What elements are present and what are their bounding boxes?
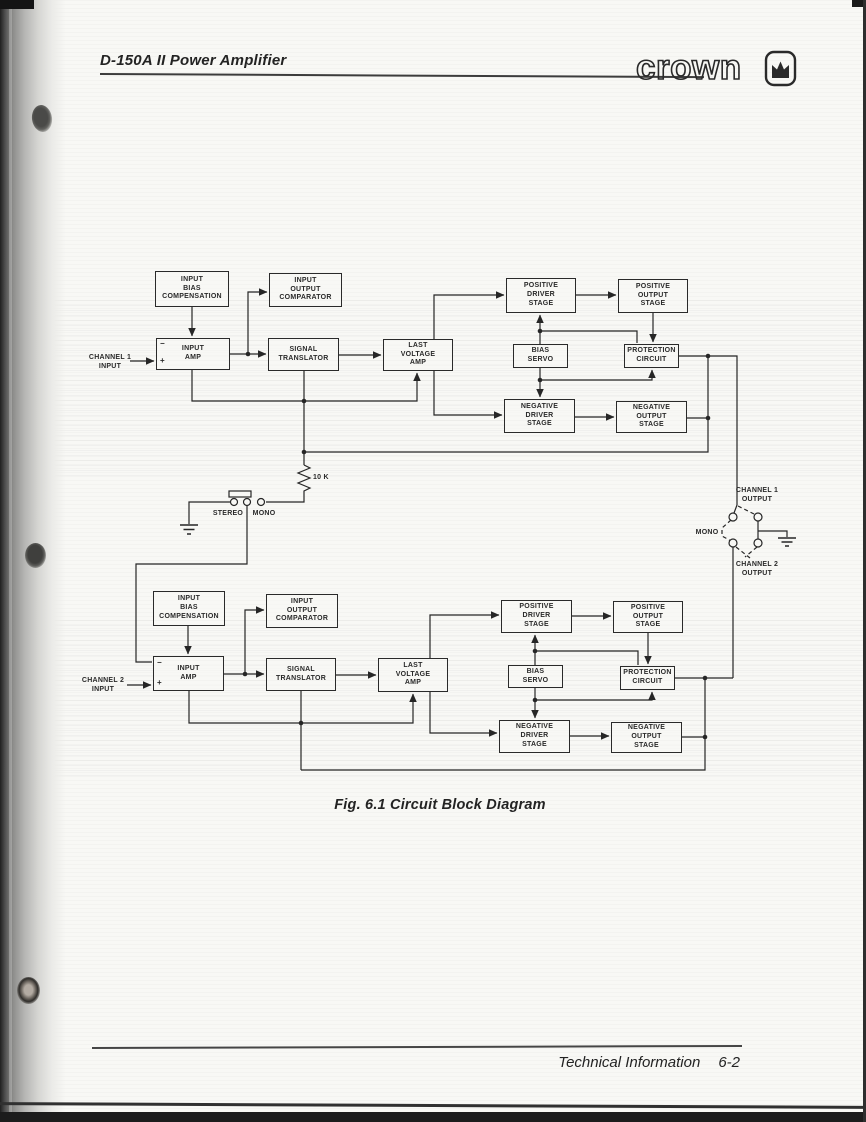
block-ch2-protection-circuit: PROTECTION CIRCUIT	[620, 666, 675, 690]
ch2-input-label: CHANNEL 2 INPUT	[81, 677, 125, 694]
ch1-minus-sign: −	[160, 339, 165, 348]
crown-logo: crown	[635, 47, 800, 97]
ground-symbol-output	[778, 537, 796, 547]
block-ch1-input-output-comparator: INPUT OUTPUT COMPARATOR	[269, 273, 342, 307]
output-mono-label: MONO	[695, 529, 719, 536]
block-ch1-positive-driver-stage: POSITIVE DRIVER STAGE	[506, 278, 576, 313]
binding-edge-highlight	[9, 0, 12, 1122]
stereo-mono-switch	[135, 490, 266, 663]
block-ch1-last-voltage-amp: LAST VOLTAGE AMP	[383, 339, 453, 371]
output-switch	[721, 505, 788, 559]
channel1-output-label: CHANNEL 1 OUTPUT	[735, 487, 779, 504]
block-ch2-input-amp: INPUT AMP	[153, 656, 224, 691]
mono-label: MONO	[252, 510, 276, 517]
block-ch1-positive-output-stage: POSITIVE OUTPUT STAGE	[618, 279, 688, 313]
block-ch1-signal-translator: SIGNAL TRANSLATOR	[268, 338, 339, 371]
page-title: D-150A II Power Amplifier	[100, 52, 287, 69]
block-ch2-last-voltage-amp: LAST VOLTAGE AMP	[378, 658, 448, 692]
scanner-background-bottom	[0, 1112, 866, 1122]
block-ch1-bias-servo: BIAS SERVO	[513, 344, 568, 368]
scan-corner-topright	[852, 0, 866, 7]
resistor-10k	[266, 464, 312, 503]
figure-caption: Fig. 6.1 Circuit Block Diagram	[334, 797, 546, 813]
block-ch1-negative-output-stage: NEGATIVE OUTPUT STAGE	[616, 401, 687, 433]
block-ch2-negative-driver-stage: NEGATIVE DRIVER STAGE	[499, 720, 570, 753]
junction-dots	[242, 328, 711, 740]
ch2-minus-sign: −	[157, 658, 162, 667]
scan-corner-topleft	[0, 0, 34, 9]
block-ch1-protection-circuit: PROTECTION CIRCUIT	[624, 344, 679, 368]
stereo-label: STEREO	[212, 510, 244, 517]
punch-hole-bottom	[17, 977, 40, 1004]
footer-section: Technical Information	[558, 1054, 701, 1071]
scan-edge-right	[863, 0, 866, 1122]
channel2-output-label: CHANNEL 2 OUTPUT	[735, 561, 779, 578]
block-ch2-negative-output-stage: NEGATIVE OUTPUT STAGE	[611, 722, 682, 753]
ch1-plus-sign: +	[160, 356, 165, 365]
ground-symbol-input	[180, 524, 198, 535]
ch2-plus-sign: +	[157, 678, 162, 687]
block-ch1-input-amp: INPUT AMP	[156, 338, 230, 370]
ch1-input-label: CHANNEL 1 INPUT	[88, 354, 132, 371]
resistor-value-label: 10 K	[313, 474, 329, 481]
footer-page-number: 6-2	[718, 1054, 740, 1071]
block-ch2-positive-driver-stage: POSITIVE DRIVER STAGE	[501, 600, 572, 633]
block-ch2-input-bias-compensation: INPUT BIAS COMPENSATION	[153, 591, 225, 626]
block-ch1-negative-driver-stage: NEGATIVE DRIVER STAGE	[504, 399, 575, 433]
block-ch1-input-bias-compensation: INPUT BIAS COMPENSATION	[155, 271, 229, 307]
block-ch2-input-output-comparator: INPUT OUTPUT COMPARATOR	[266, 594, 338, 628]
block-ch2-positive-output-stage: POSITIVE OUTPUT STAGE	[613, 601, 683, 633]
punch-hole-middle	[25, 543, 46, 568]
footer: Technical Information 6-2	[400, 1054, 740, 1071]
crown-badge-icon	[764, 50, 797, 87]
block-ch2-bias-servo: BIAS SERVO	[508, 665, 563, 688]
crown-wordmark: crown	[636, 48, 742, 87]
block-ch2-signal-translator: SIGNAL TRANSLATOR	[266, 658, 336, 691]
